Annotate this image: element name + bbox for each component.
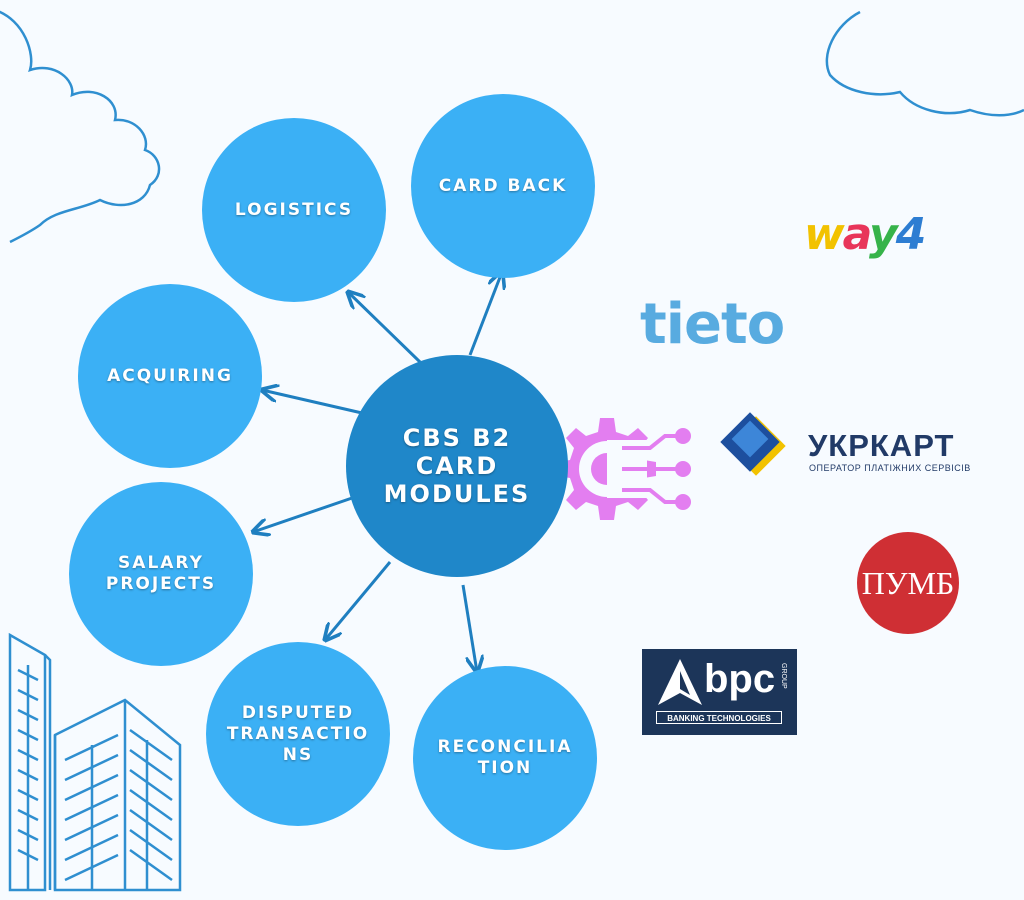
module-reconciliation-label-line2: TION [477,758,533,778]
ukrcard-logo-subtitle: ОПЕРАТОР ПЛАТІЖНИХ СЕРВІСІВ [809,463,971,473]
module-reconciliation: RECONCILIA TION [413,666,597,850]
bpc-logo-subtitle: BANKING TECHNOLOGIES [656,711,782,724]
center-label-line3: MODULES [383,480,531,508]
way4-logo: way4 [804,205,927,265]
arrow-to-reconciliation [461,584,477,672]
module-salary-projects: SALARY PROJECTS [69,482,253,666]
way4-logo-4: 4 [895,209,927,260]
cloud-top-left [0,10,161,244]
module-acquiring: ACQUIRING [78,284,262,468]
cloud-top-right [825,10,1024,117]
buildings-illustration [8,632,182,892]
center-node-cbs-b2-card-modules: CBS B2 CARD MODULES [346,355,568,577]
module-logistics: LOGISTICS [202,118,386,302]
bpc-logo-name: bpc [704,657,776,701]
module-salary-projects-label-line1: SALARY [118,553,204,573]
module-disputed-transactions-label-line3: NS [282,744,314,765]
way4-logo-y: y [869,209,898,260]
ukrcard-diamond-icon [720,412,786,476]
gear-circuit-icon [558,418,691,520]
arrow-to-logistics [348,292,422,364]
module-logistics-label: LOGISTICS [234,199,354,220]
arrow-to-disputed-transactions [325,561,392,640]
ukrcard-logo-title: УКРКАРТ [808,428,955,463]
bpc-triangle-icon [658,659,702,705]
module-acquiring-label: ACQUIRING [107,365,233,386]
arrow-to-card-back [468,272,502,356]
module-card-back: CARD BACK [411,94,595,278]
way4-logo-w: w [804,209,845,260]
module-disputed-transactions-label-line1: DISPUTED [241,702,355,723]
pumb-logo: ПУМБ [857,532,959,634]
module-disputed-transactions-label-line2: TRANSACTIO [226,723,370,744]
bpc-logo-group: GROUP [780,663,787,689]
module-card-back-label: CARD BACK [438,175,568,196]
tieto-logo: tieto [640,292,785,357]
center-label-line1: CBS B2 [402,424,512,452]
module-reconciliation-label-line1: RECONCILIA [437,737,573,757]
bpc-logo: bpc GROUP BANKING TECHNOLOGIES [642,649,797,735]
arrow-to-salary-projects [253,495,356,532]
pumb-logo-text: ПУМБ [861,564,955,601]
module-disputed-transactions: DISPUTED TRANSACTIO NS [206,642,390,826]
way4-logo-a: a [842,209,871,260]
module-salary-projects-label-line2: PROJECTS [105,574,217,594]
center-label-line2: CARD [415,452,499,480]
arrow-to-acquiring [262,390,363,415]
